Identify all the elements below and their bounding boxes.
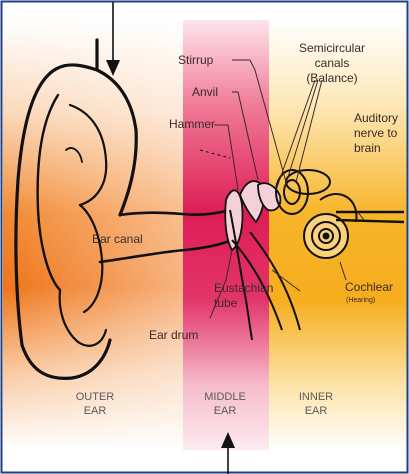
section-inner-1: INNER: [299, 391, 333, 403]
label-anvil: Anvil: [192, 85, 218, 99]
label-cochlear: Cochlear: [345, 280, 393, 294]
label-auditory-1: Auditory: [354, 111, 398, 125]
label-stirrup: Stirrup: [178, 53, 214, 67]
section-outer-1: OUTER: [76, 391, 115, 403]
label-semicircular-3: (Balance): [306, 71, 357, 85]
label-ear-canal: Ear canal: [92, 232, 143, 246]
section-outer-2: EAR: [84, 405, 107, 417]
label-auditory-2: nerve to: [354, 126, 398, 140]
label-auditory-3: brain: [354, 141, 381, 155]
label-hammer: Hammer: [169, 117, 215, 131]
label-hearing: (Hearing): [346, 297, 375, 304]
label-eustachian-2: tube: [214, 296, 238, 310]
label-semicircular-1: Semicircular: [299, 41, 365, 55]
section-middle-2: EAR: [214, 405, 237, 417]
label-ear-drum: Ear drum: [149, 328, 198, 342]
label-eustachian-1: Eustachian: [214, 281, 273, 295]
section-middle-1: MIDDLE: [204, 391, 246, 403]
section-inner-2: EAR: [305, 405, 328, 417]
label-semicircular-2: canals: [315, 56, 350, 70]
